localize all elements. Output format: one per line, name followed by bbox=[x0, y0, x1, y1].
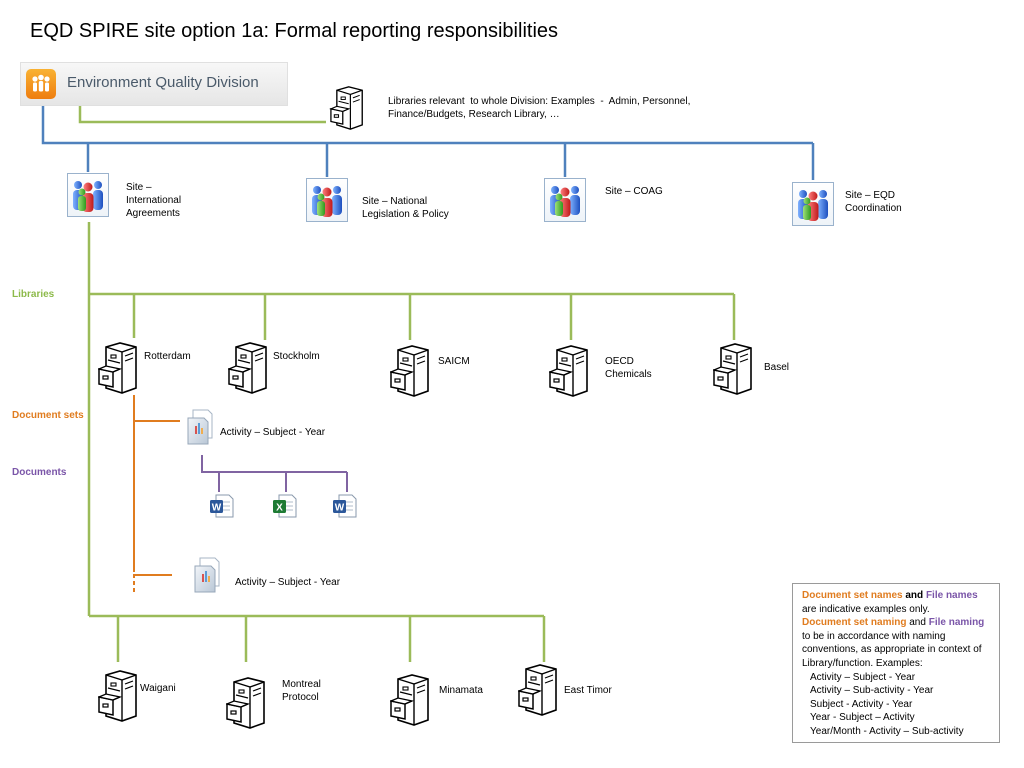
note-and: and bbox=[906, 617, 929, 629]
library-cabinet-icon[interactable] bbox=[226, 342, 268, 394]
division-library-line bbox=[78, 104, 326, 124]
library-cabinet-icon[interactable] bbox=[516, 664, 558, 716]
library-cabinet-icon[interactable] bbox=[96, 670, 138, 722]
note-docset-naming: Document set naming bbox=[802, 617, 907, 629]
people-icon bbox=[26, 69, 56, 99]
division-logo[interactable]: Environment Quality Division bbox=[20, 62, 288, 106]
division-site-line bbox=[41, 104, 813, 145]
library-cabinet-icon[interactable] bbox=[388, 674, 430, 726]
library-label: Minamata bbox=[439, 685, 483, 696]
library-cabinet-icon[interactable] bbox=[224, 677, 266, 729]
svg-text:X: X bbox=[276, 503, 283, 514]
library-cabinet-icon[interactable] bbox=[547, 345, 589, 397]
site-icon[interactable] bbox=[544, 178, 586, 222]
document-bus-line bbox=[201, 455, 347, 473]
note-example: Activity – Sub-activity - Year bbox=[810, 685, 934, 697]
division-libraries-text: Libraries relevant to whole Division: Ex… bbox=[388, 96, 691, 120]
naming-note-box: Document set names and File names are in… bbox=[792, 583, 1000, 743]
note-file-naming: File naming bbox=[928, 617, 985, 629]
word-doc-icon[interactable]: W bbox=[332, 493, 358, 519]
site-label: Site – International Agreements bbox=[126, 182, 182, 219]
logo-text: Environment Quality Division bbox=[67, 74, 259, 91]
libraries-side-label: Libraries bbox=[12, 289, 55, 300]
site-label: Site – EQD Coordination bbox=[845, 190, 902, 214]
site-label: Site – National Legislation & Policy bbox=[362, 196, 449, 220]
library-label: Basel bbox=[764, 362, 790, 373]
svg-text:W: W bbox=[212, 503, 222, 514]
site-icon[interactable] bbox=[792, 182, 834, 226]
library-label: Montreal Protocol bbox=[282, 679, 321, 703]
note-text: to be in accordance with naming conventi… bbox=[802, 630, 982, 669]
library-label: SAICM bbox=[438, 356, 470, 367]
library-cabinet-icon[interactable] bbox=[711, 343, 753, 395]
division-library-cabinet-icon[interactable] bbox=[328, 86, 366, 130]
site-label: Site – COAG bbox=[605, 186, 663, 197]
document-sets-side-label: Document sets bbox=[12, 410, 84, 421]
note-example: Activity – Subject - Year bbox=[810, 671, 916, 683]
library-label: Waigani bbox=[140, 683, 176, 694]
note-text: are indicative examples only. bbox=[802, 603, 930, 615]
svg-text:W: W bbox=[335, 503, 345, 514]
note-file-names: File names bbox=[925, 590, 978, 601]
note-example: Year/Month - Activity – Sub-activity bbox=[810, 725, 964, 737]
document-set-label: Activity – Subject - Year bbox=[220, 427, 326, 438]
note-example: Year - Subject – Activity bbox=[810, 712, 915, 724]
excel-doc-icon[interactable]: X bbox=[272, 493, 298, 519]
site-icon[interactable] bbox=[306, 178, 348, 222]
library-cabinet-icon[interactable] bbox=[388, 345, 430, 397]
document-set-icon[interactable] bbox=[193, 556, 221, 594]
note-line-1: Document set names and File names are in… bbox=[802, 589, 990, 616]
library-label: Rotterdam bbox=[144, 351, 191, 362]
word-doc-icon[interactable]: W bbox=[209, 493, 235, 519]
note-line-2: Document set naming and File naming to b… bbox=[802, 616, 990, 670]
documents-side-label: Documents bbox=[12, 467, 67, 478]
document-set-label: Activity – Subject - Year bbox=[235, 577, 341, 588]
document-set-icon[interactable] bbox=[186, 408, 214, 446]
note-and: and bbox=[902, 590, 926, 601]
page-title: EQD SPIRE site option 1a: Formal reporti… bbox=[30, 20, 559, 42]
library-label: Stockholm bbox=[273, 351, 320, 362]
library-label: East Timor bbox=[564, 685, 612, 696]
library-label: OECD Chemicals bbox=[605, 356, 652, 380]
library-cabinet-icon[interactable] bbox=[96, 342, 138, 394]
site-icon[interactable] bbox=[67, 173, 109, 217]
note-example: Subject - Activity - Year bbox=[810, 698, 913, 710]
note-docset-names: Document set names bbox=[802, 590, 903, 601]
